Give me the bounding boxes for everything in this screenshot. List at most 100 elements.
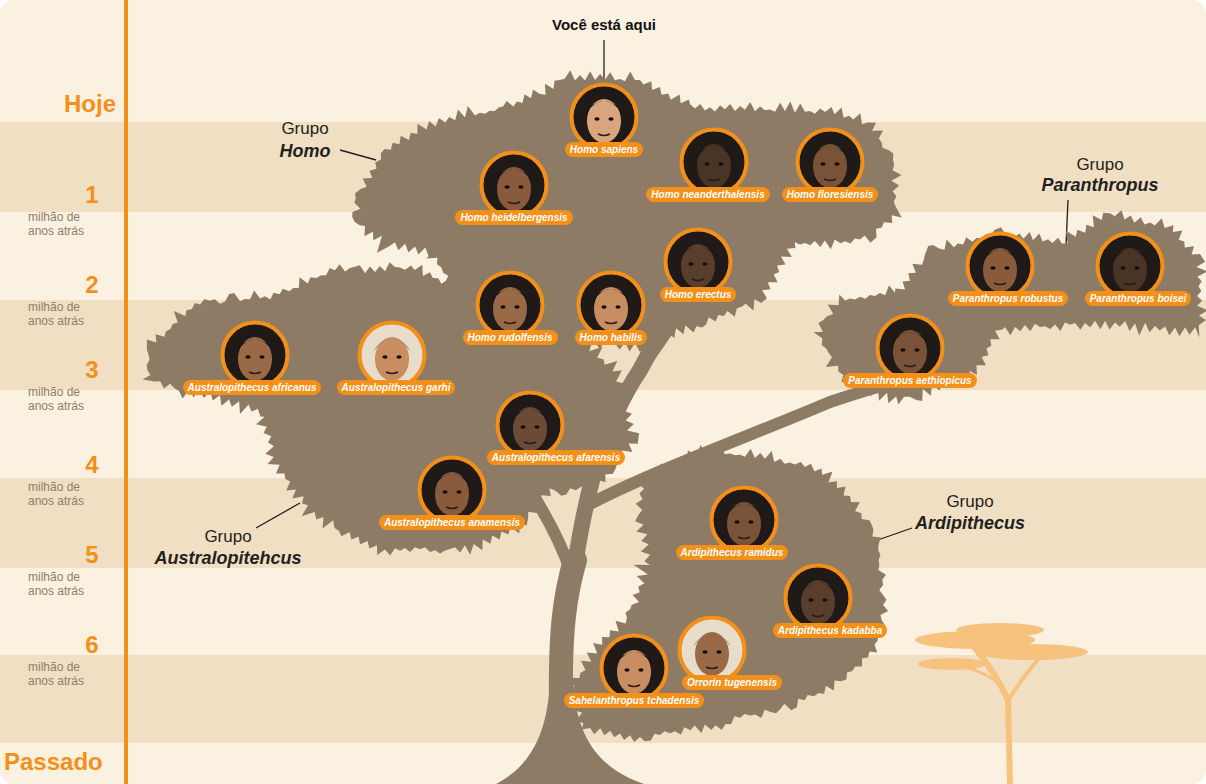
portrait-eye — [382, 355, 387, 359]
acacia-leaves — [976, 644, 1088, 660]
portrait-ring — [360, 323, 425, 388]
portrait-eye — [900, 348, 905, 352]
species-name: Homo habilis — [575, 330, 648, 345]
portrait-eye — [702, 650, 707, 654]
portrait-eye — [608, 117, 613, 121]
portrait-eye — [1134, 266, 1139, 270]
portrait-eye — [624, 668, 629, 672]
group-name: Grupo — [1000, 154, 1200, 175]
species-node: Australopithecus anamensis — [417, 455, 487, 525]
species-name: Homo erectus — [660, 287, 737, 302]
group-canopy: GrupoParanthropusParanthropus robustusPa… — [803, 199, 1206, 415]
portrait-hair — [725, 504, 763, 517]
species-node: Homo sapiens — [569, 82, 639, 152]
portrait-mouth — [598, 134, 610, 136]
portrait-eye — [518, 185, 523, 189]
species-name: Homo neanderthalensis — [646, 187, 769, 202]
canopy-outline — [142, 262, 639, 555]
species-name: Australopithecus africanus — [183, 380, 322, 395]
group-name: Grupo — [128, 526, 328, 547]
axis-number: 6 — [62, 632, 122, 658]
portrait-hair — [981, 250, 1019, 263]
portrait-eye — [594, 117, 599, 121]
portrait-mouth — [524, 442, 536, 444]
portrait-hair — [891, 332, 929, 345]
group-name: Homo — [205, 141, 405, 162]
acacia-crown — [915, 623, 1088, 670]
species-node: Homo floresiensis — [795, 127, 865, 197]
acacia-branch — [1008, 655, 1042, 700]
portrait-ring — [572, 85, 637, 150]
portrait-ring — [482, 153, 547, 218]
portrait-eye — [914, 348, 919, 352]
portrait-eye — [1004, 266, 1009, 270]
portrait-eye — [442, 490, 447, 494]
portrait-eye — [734, 520, 739, 524]
species-node: Ardipithecus ramidus — [709, 485, 779, 555]
species-node: Homo habilis — [576, 270, 646, 340]
species-node: Homo erectus — [663, 227, 733, 297]
portrait-eye — [396, 355, 401, 359]
axis-caption: milhão de anos atrás — [28, 210, 100, 238]
canopy-outline — [813, 210, 1206, 404]
species-name: Sahelanthropus tchadensis — [564, 693, 705, 708]
axis-number: 1 — [62, 182, 122, 208]
acacia-leaves — [956, 623, 1044, 637]
portrait-ring — [579, 273, 644, 338]
axis-caption: milhão de anos atrás — [28, 300, 100, 328]
axis-caption: milhão de anos atrás — [28, 570, 100, 598]
portrait-eye — [822, 598, 827, 602]
portrait-eye — [834, 162, 839, 166]
portrait-ring — [666, 230, 731, 295]
axis-end-label: Passado — [4, 748, 134, 776]
portrait-eye — [820, 162, 825, 166]
portrait-hair — [373, 339, 411, 352]
axis-end-label: Hoje — [40, 90, 140, 118]
portrait-hair — [491, 289, 529, 302]
group-name: Paranthropus — [1000, 175, 1200, 196]
portrait-hair — [811, 146, 849, 159]
axis-number: 4 — [62, 452, 122, 478]
portrait-hair — [236, 339, 274, 352]
group-name: Grupo — [870, 491, 1070, 512]
portrait-ring — [420, 458, 485, 523]
group-canopy: GrupoArdipithecusArdipithecus ramidusArd… — [555, 437, 897, 753]
portrait-mouth — [708, 179, 720, 181]
portrait-eye — [615, 305, 620, 309]
portrait-eye — [1120, 266, 1125, 270]
portrait-ring — [798, 130, 863, 195]
portrait-mouth — [446, 507, 458, 509]
portrait-eye — [534, 425, 539, 429]
species-name: Homo rudolfensis — [463, 330, 558, 345]
species-node: Homo heidelbergensis — [479, 150, 549, 220]
leader-line — [340, 150, 376, 160]
axis-number: 3 — [62, 357, 122, 383]
portrait-eye — [456, 490, 461, 494]
species-name: Ardipithecus ramidus — [676, 545, 789, 560]
portrait-mouth — [824, 179, 836, 181]
time-axis — [124, 0, 128, 784]
species-node: Paranthropus robustus — [965, 231, 1035, 301]
portrait-eye — [504, 185, 509, 189]
group-canopy: GrupoAustralopitehcusAustralopithecus af… — [135, 253, 647, 565]
species-node: Homo rudolfensis — [475, 270, 545, 340]
portrait-ring — [478, 273, 543, 338]
leader-line — [256, 503, 300, 528]
portrait-ring — [680, 618, 745, 683]
axis-caption: milhão de anos atrás — [28, 660, 100, 688]
species-node: Australopithecus afarensis — [495, 390, 565, 460]
portrait-eye — [245, 355, 250, 359]
portrait-ring — [712, 488, 777, 553]
species-name: Orrorin tugenensis — [682, 675, 782, 690]
portrait-mouth — [706, 667, 718, 669]
portrait-mouth — [386, 372, 398, 374]
portrait-eye — [748, 520, 753, 524]
axis-caption: milhão de anos atrás — [28, 385, 100, 413]
species-name: Paranthropus boisei — [1085, 291, 1192, 306]
axis-caption: milhão de anos atrás — [28, 480, 100, 508]
species-name: Australopithecus garhi — [337, 380, 456, 395]
group-name: Grupo — [205, 118, 405, 139]
portrait-hair — [799, 582, 837, 595]
acacia-leaves — [918, 658, 986, 670]
species-name: Ardipithecus kadabba — [773, 623, 887, 638]
